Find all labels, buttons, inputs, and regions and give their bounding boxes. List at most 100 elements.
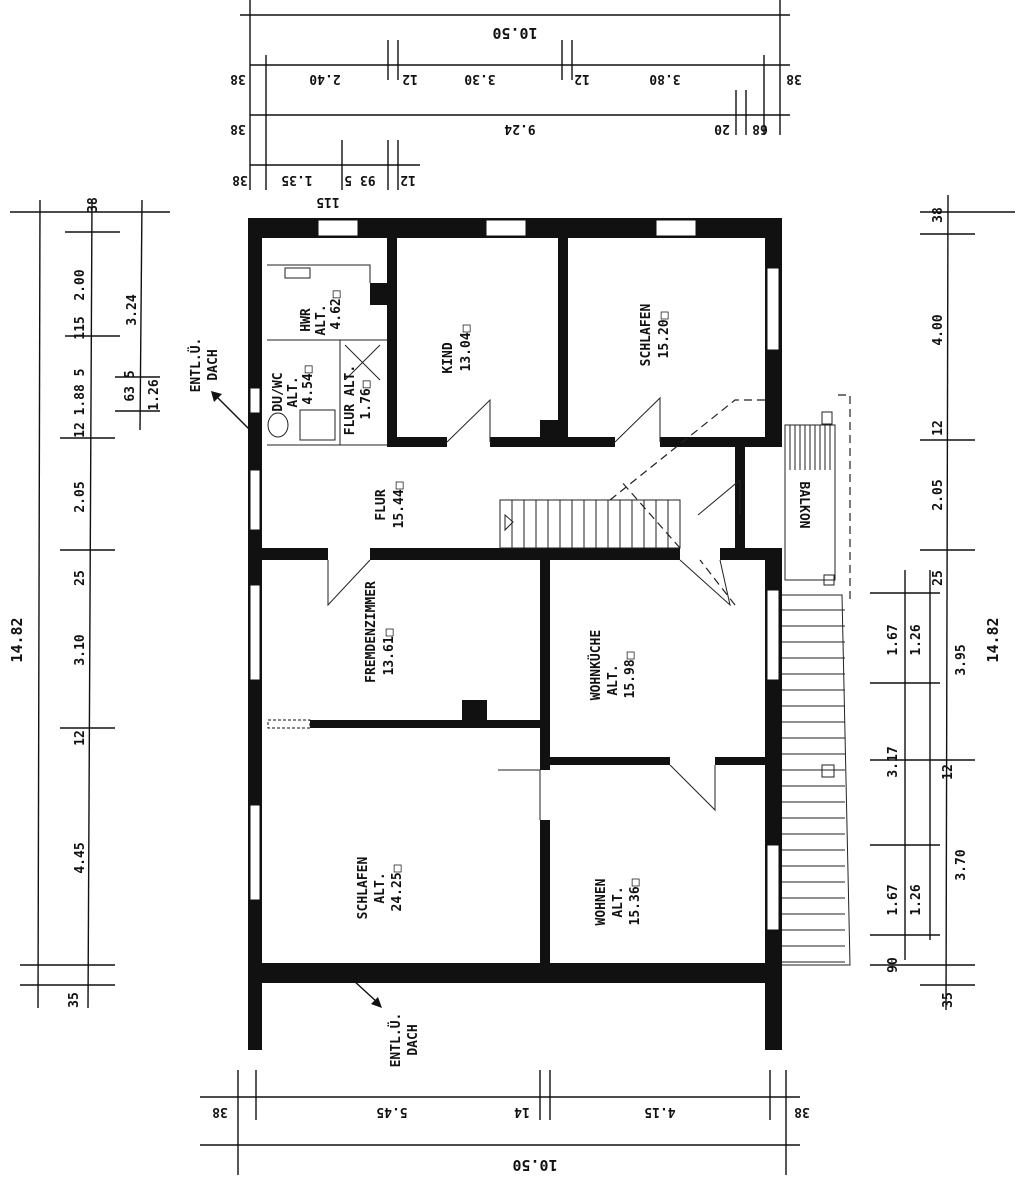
room-name: FLUR	[374, 489, 389, 520]
dim-label: 1.26	[909, 624, 924, 655]
dim-label: 93 5	[344, 172, 375, 187]
dim-label: 2.00	[73, 269, 88, 300]
vent-top: ENTL.Ü. DACH	[188, 338, 261, 441]
vent-bottom: ENTL.Ü. DACH	[339, 967, 421, 1068]
dim-label: 38	[230, 71, 246, 86]
dim-top-row4: 38 1.35 93 5 115 12	[232, 172, 416, 209]
vent-label: ENTL.Ü.	[388, 1013, 404, 1068]
room-hwr: HWR ALT. 4.62□	[299, 290, 344, 335]
door-swings	[327, 396, 741, 820]
room-name: KIND	[441, 342, 456, 373]
room-area: 15.36□	[628, 878, 643, 925]
room-name: SCHLAFEN	[639, 304, 654, 367]
room-duwc: DU/WC ALT. 4.54□	[271, 365, 316, 411]
top-dimensions: 10.50 38 2.40 12 3.30 12 3.80 38 38 9.24…	[230, 0, 802, 209]
dim-label: 2.05	[931, 479, 946, 510]
dim-label: 12	[402, 71, 418, 86]
dim-label: 12	[73, 730, 88, 746]
room-area: 15.20□	[657, 311, 672, 358]
room-flur: FLUR 15.44□	[374, 481, 407, 528]
left-dimensions: 38 2.00 115 1.88 5 12 2.05 25 3.10 12 4.…	[8, 197, 170, 1009]
arrow-icon	[214, 394, 261, 441]
dim-label: 38	[212, 1104, 228, 1119]
dim-label: 4.15	[644, 1104, 675, 1119]
room-name: FLUR ALT.	[343, 365, 358, 435]
room-wohnkueche: WOHNKÜCHE ALT. 15.98□	[588, 630, 638, 700]
dim-label: 12	[931, 420, 946, 436]
dim-label: 1.88 5	[73, 369, 88, 416]
dim-label: 10.50	[512, 1156, 557, 1174]
room-label: ALT.	[606, 664, 621, 695]
dim-label: 3.30	[464, 71, 495, 86]
dim-label: 12	[941, 764, 956, 780]
dim-label: 10.50	[492, 24, 537, 42]
outside-stairs	[782, 594, 851, 966]
room-name: FREMDENZIMMER	[364, 581, 379, 683]
room-label-balkon: BALKON	[796, 482, 811, 529]
dim-label: 35	[67, 992, 82, 1008]
room-schlafen-alt: SCHLAFEN ALT. 24.25□	[356, 857, 405, 920]
dim-label: 115	[316, 194, 339, 209]
dim-label: 3.10	[73, 634, 88, 665]
dim-label: 3.17	[886, 746, 901, 777]
right-dimensions: 38 4.00 12 2.05 25 3.95 12 3.70 35 1.67 …	[870, 194, 1015, 1011]
dim-label: 35	[941, 992, 956, 1008]
room-label: ALT.	[314, 304, 329, 335]
dim-label: 63 5	[123, 370, 138, 401]
dim-top-row1: 10.50	[492, 24, 537, 42]
dim-top-row3: 38 9.24 20 68	[230, 121, 768, 136]
room-kind: KIND 13.04□	[441, 324, 474, 373]
dim-label: 38	[931, 207, 946, 223]
dim-label: 38	[786, 71, 802, 86]
dim-label: 2.05	[73, 481, 88, 512]
dim-top-row2: 38 2.40 12 3.30 12 3.80 38	[230, 71, 802, 86]
dim-label: 38	[794, 1104, 810, 1119]
dim-label: 3.70	[954, 849, 969, 880]
dim-label: 1.67	[886, 884, 901, 915]
room-area: 13.61□	[382, 628, 397, 675]
room-name: HWR	[299, 308, 314, 332]
dim-label: 5.45	[376, 1104, 407, 1119]
walls	[248, 218, 782, 1050]
dim-label: 1.67	[886, 624, 901, 655]
dim-label: 38	[232, 172, 248, 187]
dim-label: 4.45	[73, 842, 88, 873]
bottom-dimensions: 38 5.45 14 4.15 38 10.50	[200, 1070, 810, 1175]
vent-label: ENTL.Ü.	[188, 338, 204, 393]
dim-label: 14.82	[984, 617, 1002, 662]
balcony: BALKON	[784, 394, 851, 600]
room-label: ALT.	[611, 886, 626, 917]
dim-label: 90	[886, 957, 901, 973]
dim-label: 1.35	[281, 172, 312, 187]
arrow-icon	[339, 967, 379, 1004]
room-area: 4.62□	[329, 290, 344, 329]
room-fremdenzimmer: FREMDENZIMMER 13.61□	[364, 581, 397, 683]
room-name: DU/WC	[271, 372, 286, 411]
dim-label: 12	[574, 71, 590, 86]
dim-label: 14	[514, 1104, 530, 1119]
room-name: SCHLAFEN	[356, 857, 371, 920]
dim-label: 2.40	[309, 71, 340, 86]
room-area: 4.54□	[301, 365, 316, 404]
dim-label: 12	[400, 172, 416, 187]
dim-label: 115	[73, 316, 88, 339]
room-label: ALT.	[286, 376, 301, 407]
room-area: 24.25□	[390, 864, 405, 911]
dim-label: 1.26	[147, 379, 162, 410]
dim-label: 4.00	[931, 314, 946, 345]
room-area: 15.44□	[392, 481, 407, 528]
dim-label: 68	[752, 121, 768, 136]
room-name: WOHNEN	[594, 878, 609, 925]
dim-label: 20	[714, 121, 730, 136]
room-area: 15.98□	[623, 651, 638, 698]
room-label: ALT.	[373, 872, 388, 903]
room-area: 13.04□	[459, 324, 474, 371]
dim-label: 3.80	[649, 71, 680, 86]
vent-label: DACH	[406, 1024, 421, 1055]
room-schlafen-top: SCHLAFEN 15.20□	[639, 304, 672, 367]
dim-label: 25	[931, 570, 946, 586]
dim-label: 38	[86, 197, 101, 213]
dim-label: 14.82	[8, 617, 26, 662]
dim-label: 25	[73, 570, 88, 586]
